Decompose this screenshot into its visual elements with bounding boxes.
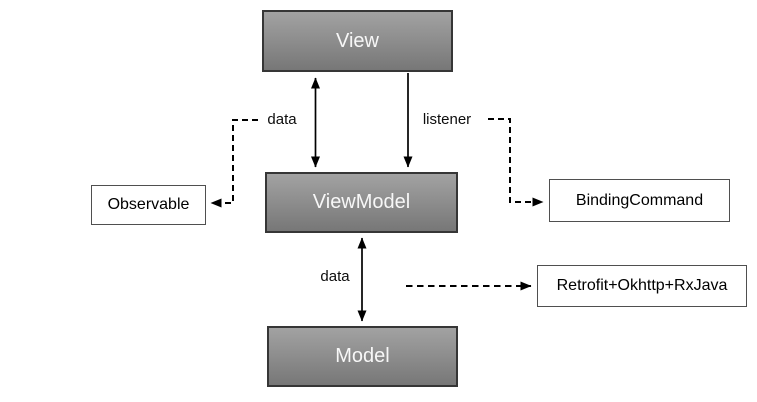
arrow-dashed-to-observable	[210, 119, 258, 208]
node-viewmodel: ViewModel	[265, 172, 458, 233]
edge-label-listener: listener	[422, 111, 472, 128]
node-view-label: View	[336, 29, 379, 52]
node-model: Model	[267, 326, 458, 387]
node-observable: Observable	[91, 185, 206, 225]
node-observable-label: Observable	[107, 196, 190, 213]
node-bindingcommand: BindingCommand	[549, 179, 730, 222]
edge-label-data-top: data	[267, 111, 297, 128]
node-viewmodel-label: ViewModel	[312, 191, 411, 213]
node-retrofit: Retrofit+Okhttp+RxJava	[537, 265, 747, 307]
node-retrofit-label: Retrofit+Okhttp+RxJava	[556, 277, 728, 294]
node-bindingcommand-label: BindingCommand	[575, 191, 704, 209]
edge-label-data-bottom: data	[320, 268, 350, 285]
node-model-label: Model	[335, 345, 390, 367]
arrow-dashed-to-bindingcommand	[488, 118, 544, 207]
node-view: View	[262, 10, 453, 72]
